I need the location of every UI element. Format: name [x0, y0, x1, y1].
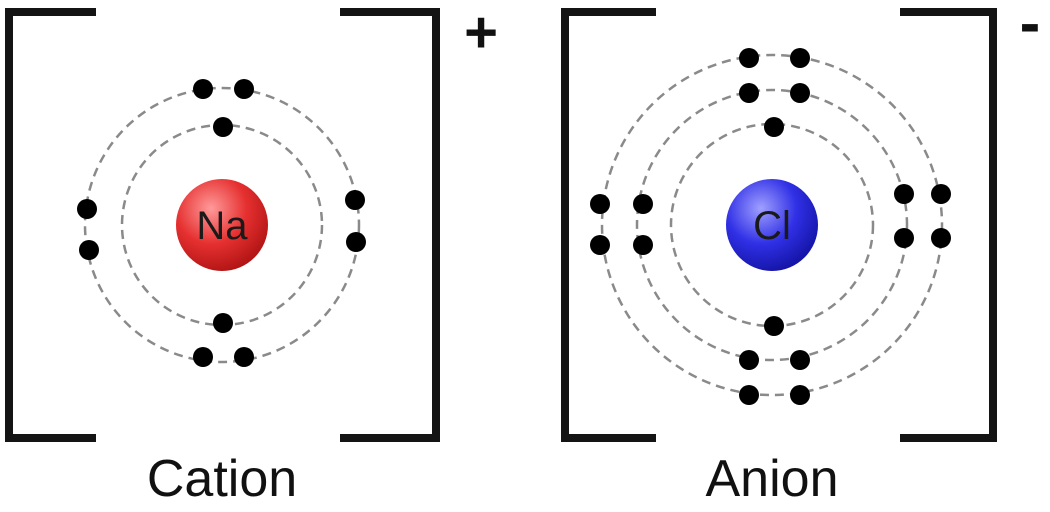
anion-electron	[764, 117, 784, 137]
anion-electron	[894, 228, 914, 248]
anion-electron	[590, 235, 610, 255]
cation-electron	[193, 79, 213, 99]
anion-left-bracket	[561, 8, 656, 442]
cation-nucleus	[176, 179, 268, 271]
cation-electron	[79, 240, 99, 260]
cation-electron	[213, 117, 233, 137]
cation-right-bracket	[340, 8, 440, 442]
cation-group: + Na Cation	[5, 0, 498, 508]
anion-electron	[931, 184, 951, 204]
cation-electron	[193, 347, 213, 367]
cation-electron	[77, 199, 97, 219]
anion-electron	[790, 350, 810, 370]
cation-orbit-outer	[83, 86, 361, 364]
anion-nucleus	[726, 179, 818, 271]
cation-charge: +	[464, 0, 498, 65]
anion-charge: -	[1020, 0, 1041, 58]
anion-electron	[790, 83, 810, 103]
anion-electron	[931, 228, 951, 248]
anion-electron	[894, 184, 914, 204]
anion-electron	[633, 194, 653, 214]
anion-electron	[739, 385, 759, 405]
anion-electron	[739, 350, 759, 370]
anion-orbit-middle	[635, 88, 909, 362]
anion-electron	[739, 48, 759, 68]
anion-group: - Cl Anion	[561, 0, 1041, 508]
anion-electron	[790, 48, 810, 68]
anion-electron	[633, 235, 653, 255]
anion-orbit-outer	[600, 53, 944, 397]
anion-electron	[764, 316, 784, 336]
cation-electron	[213, 313, 233, 333]
cation-caption: Cation	[147, 450, 297, 508]
anion-electron	[739, 83, 759, 103]
cation-electron	[346, 232, 366, 252]
cation-electron	[234, 347, 254, 367]
cation-symbol: Na	[196, 204, 248, 248]
anion-symbol: Cl	[753, 204, 791, 248]
anion-electron	[790, 385, 810, 405]
anion-caption: Anion	[706, 450, 839, 508]
anion-electron	[590, 194, 610, 214]
anion-right-bracket	[900, 8, 997, 442]
cation-electron	[345, 190, 365, 210]
cation-left-bracket	[5, 8, 96, 442]
cation-electron	[234, 79, 254, 99]
